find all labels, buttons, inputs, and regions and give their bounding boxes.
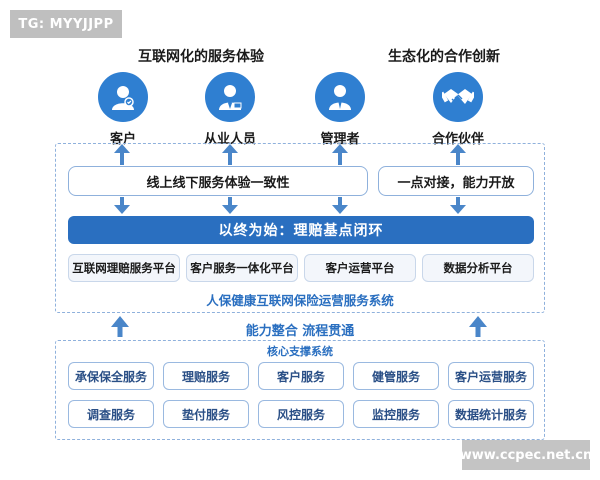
experience-consistency-box: 线上线下服务体验一致性 xyxy=(68,166,368,196)
service-customer: 客户服务 xyxy=(258,362,344,390)
platform-label: 互联网理赔服务平台 xyxy=(72,261,176,275)
platform-customer-service: 客户服务一体化平台 xyxy=(186,254,298,282)
platform-customer-operations: 客户运营平台 xyxy=(304,254,416,282)
capability-openness-box: 一点对接，能力开放 xyxy=(378,166,534,196)
manager-icon xyxy=(315,72,365,122)
role-customer: 客户 xyxy=(83,72,163,147)
capability-integration-text: 能力整合 流程贯通 xyxy=(245,324,355,339)
platform-data-analysis: 数据分析平台 xyxy=(422,254,534,282)
service-label: 风控服务 xyxy=(276,407,325,422)
customer-icon xyxy=(98,72,148,122)
core-support-title: 核心支撑系统 xyxy=(267,345,333,358)
headline-service-experience: 互联网化的服务体验 xyxy=(138,49,264,65)
arrow-integration-right-head xyxy=(469,316,487,327)
platform-label: 数据分析平台 xyxy=(443,261,513,275)
arrow-integration-left-head xyxy=(111,316,129,327)
service-label: 承保保全服务 xyxy=(74,369,147,384)
service-label: 理赔服务 xyxy=(181,369,230,384)
service-label: 数据统计服务 xyxy=(454,407,527,422)
claims-closed-loop-text: 以终为始：理赔基点闭环 xyxy=(218,223,384,239)
service-investigation: 调查服务 xyxy=(68,400,154,428)
core-support-container xyxy=(55,340,545,440)
arrow-head-staff xyxy=(222,144,238,153)
service-label: 客户运营服务 xyxy=(454,369,527,384)
service-label: 调查服务 xyxy=(86,407,135,422)
claims-closed-loop-bar: 以终为始：理赔基点闭环 xyxy=(68,216,534,244)
service-label: 客户服务 xyxy=(276,369,325,384)
arrow-head-manager xyxy=(332,144,348,153)
service-customer-operations: 客户运营服务 xyxy=(448,362,534,390)
service-health-management: 健管服务 xyxy=(353,362,439,390)
platform-label: 客户运营平台 xyxy=(325,261,395,275)
service-underwriting: 承保保全服务 xyxy=(68,362,154,390)
service-label: 健管服务 xyxy=(371,369,420,384)
service-label: 垫付服务 xyxy=(181,407,230,422)
service-risk-control: 风控服务 xyxy=(258,400,344,428)
experience-consistency-text: 线上线下服务体验一致性 xyxy=(146,175,290,191)
arrow-head-partner xyxy=(450,144,466,153)
arrow-down-head-4 xyxy=(450,205,466,214)
headline-ecosystem-innovation: 生态化的合作创新 xyxy=(388,49,500,65)
site-watermark: www.ccpec.net.cn xyxy=(460,440,592,470)
arrow-head-customer xyxy=(114,144,130,153)
operation-system-title: 人保健康互联网保险运营服务系统 xyxy=(206,293,394,308)
service-claims: 理赔服务 xyxy=(163,362,249,390)
watermark-label: TG: MYYJJPP xyxy=(10,10,122,38)
arrow-down-head-1 xyxy=(114,205,130,214)
operation-system-container xyxy=(55,143,545,313)
arrow-down-head-2 xyxy=(222,205,238,214)
platform-internet-claims: 互联网理赔服务平台 xyxy=(68,254,180,282)
capability-openness-text: 一点对接，能力开放 xyxy=(397,175,515,191)
service-monitoring: 监控服务 xyxy=(353,400,439,428)
arrow-down-head-3 xyxy=(332,205,348,214)
staff-icon xyxy=(205,72,255,122)
service-label: 监控服务 xyxy=(371,407,420,422)
platform-label: 客户服务一体化平台 xyxy=(190,261,294,275)
service-data-statistics: 数据统计服务 xyxy=(448,400,534,428)
service-advance-payment: 垫付服务 xyxy=(163,400,249,428)
handshake-icon xyxy=(433,72,483,122)
